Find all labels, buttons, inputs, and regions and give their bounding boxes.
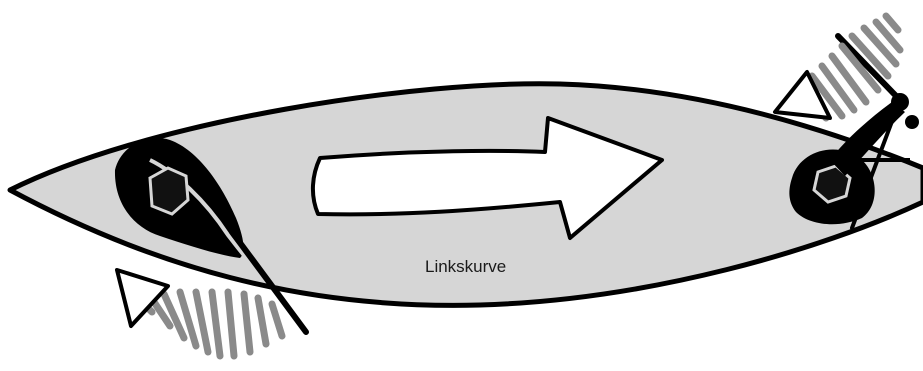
right-paddle-hand-2 <box>905 115 919 129</box>
right-paddle-hand <box>891 93 909 111</box>
diagram-caption: Linkskurve <box>425 257 506 276</box>
left-paddle-stroke-marks <box>140 292 282 356</box>
right-paddle-shaft <box>838 36 900 100</box>
right-pointer-triangle <box>775 72 830 118</box>
